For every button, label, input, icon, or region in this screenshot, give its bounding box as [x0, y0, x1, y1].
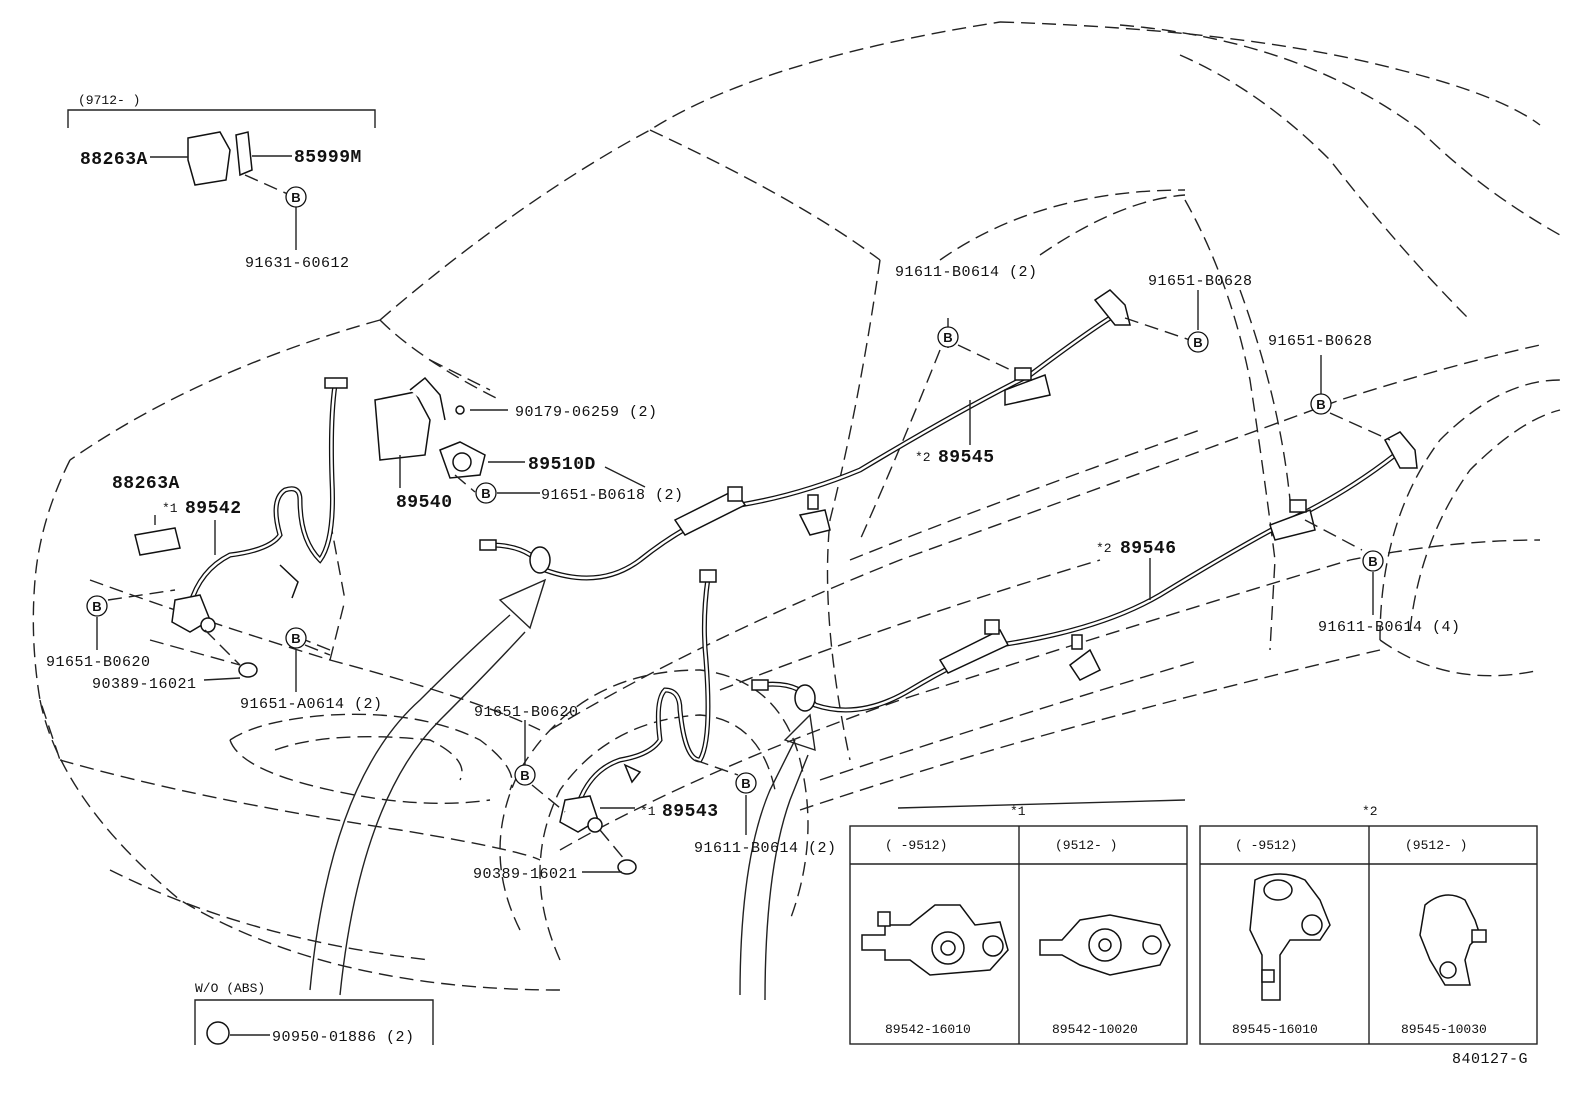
wire-harnesses — [187, 312, 1397, 806]
wo-abs-label: W/O (ABS) — [195, 981, 265, 996]
variant-table-2: *2 ( -9512) (9512- ) 89545-16010 89545-1… — [1199, 804, 1538, 1045]
label-91651-b0628-b: 91651-B0628 — [1268, 333, 1373, 350]
label-91631-60612: 91631-60612 — [245, 255, 350, 272]
variant-table-1-range-a: ( -9512) — [885, 838, 947, 853]
part-labels: 88263A 85999M 91631-60612 91611-B0614 (2… — [46, 148, 1461, 1046]
label-91651-b0618: 91651-B0618 (2) — [541, 487, 684, 504]
variant-table-1-part-b: 89542-10020 — [1052, 1022, 1138, 1037]
wo-abs-bracket: W/O (ABS) — [194, 981, 434, 1045]
svg-text:B: B — [741, 776, 750, 791]
variant-table-1-range-b: (9512- ) — [1055, 838, 1117, 853]
bolt-marker: B — [285, 627, 307, 649]
bolt-marker: B — [1187, 331, 1209, 353]
label-91651-b0620-mid: 91651-B0620 — [474, 704, 579, 721]
harness-components — [134, 131, 1418, 1045]
svg-text:B: B — [291, 190, 300, 205]
label-89510d: 89510D — [528, 455, 596, 475]
bolt-marker: B — [285, 186, 307, 208]
bolt-marker: B — [937, 326, 959, 348]
mark-89542: *1 — [162, 501, 178, 516]
label-90950-01886: 90950-01886 (2) — [272, 1029, 415, 1046]
leader-lines — [96, 155, 1391, 1036]
label-89543: 89543 — [662, 802, 719, 822]
svg-text:B: B — [1193, 335, 1202, 350]
mark-89543: *1 — [640, 804, 656, 819]
svg-text:B: B — [92, 599, 101, 614]
label-89540: 89540 — [396, 493, 453, 513]
label-89546: 89546 — [1120, 539, 1177, 559]
bolt-marker: B — [514, 764, 536, 786]
label-88263a-mid: 88263A — [112, 474, 180, 494]
bolt-markers: B B B B B B B B B B — [86, 186, 1384, 794]
mark-89546: *2 — [1096, 541, 1112, 556]
svg-text:B: B — [520, 768, 529, 783]
svg-text:B: B — [481, 486, 490, 501]
svg-text:B: B — [1368, 554, 1377, 569]
variant-table-2-range-a: ( -9512) — [1235, 838, 1297, 853]
label-91611-b0614-2-top: 91611-B0614 (2) — [895, 264, 1038, 281]
label-91611-b0614-4: 91611-B0614 (4) — [1318, 619, 1461, 636]
label-90389-16021-a: 90389-16021 — [92, 676, 197, 693]
label-90179-06259: 90179-06259 (2) — [515, 404, 658, 421]
variant-table-1-part-a: 89542-16010 — [885, 1022, 971, 1037]
direction-arrows — [309, 578, 816, 1001]
svg-text:B: B — [291, 631, 300, 646]
label-91651-b0620-left: 91651-B0620 — [46, 654, 151, 671]
label-88263a-top: 88263A — [80, 150, 148, 170]
label-85999m: 85999M — [294, 148, 362, 168]
variant-table-2-part-a: 89545-16010 — [1232, 1022, 1318, 1037]
bolt-marker: B — [86, 595, 108, 617]
label-91651-a0614: 91651-A0614 (2) — [240, 696, 383, 713]
bolt-marker: B — [475, 482, 497, 504]
svg-text:B: B — [1316, 397, 1325, 412]
label-91651-b0628-a: 91651-B0628 — [1148, 273, 1253, 290]
label-89542: 89542 — [185, 499, 242, 519]
bolt-marker: B — [735, 772, 757, 794]
label-90389-16021-b: 90389-16021 — [473, 866, 578, 883]
variant-table-1: *1 ( -9512) (9512- ) 89542-16010 89542-1… — [849, 799, 1188, 1045]
label-91611-b0614-2-mid: 91611-B0614 (2) — [694, 840, 837, 857]
car-body-outline — [32, 21, 1561, 991]
variant-table-2-mark: *2 — [1362, 804, 1378, 819]
variant-table-2-range-b: (9512- ) — [1405, 838, 1467, 853]
bolt-marker: B — [1310, 393, 1332, 415]
top-group-bracket: (9712- ) — [67, 93, 376, 128]
svg-text:B: B — [943, 330, 952, 345]
variant-table-2-part-b: 89545-10030 — [1401, 1022, 1487, 1037]
bolt-marker: B — [1362, 550, 1384, 572]
mark-89545: *2 — [915, 450, 931, 465]
label-89545: 89545 — [938, 448, 995, 468]
variant-table-1-mark: *1 — [1010, 804, 1026, 819]
top-group-range: (9712- ) — [78, 93, 140, 108]
figure-code: 840127-G — [1452, 1051, 1528, 1068]
